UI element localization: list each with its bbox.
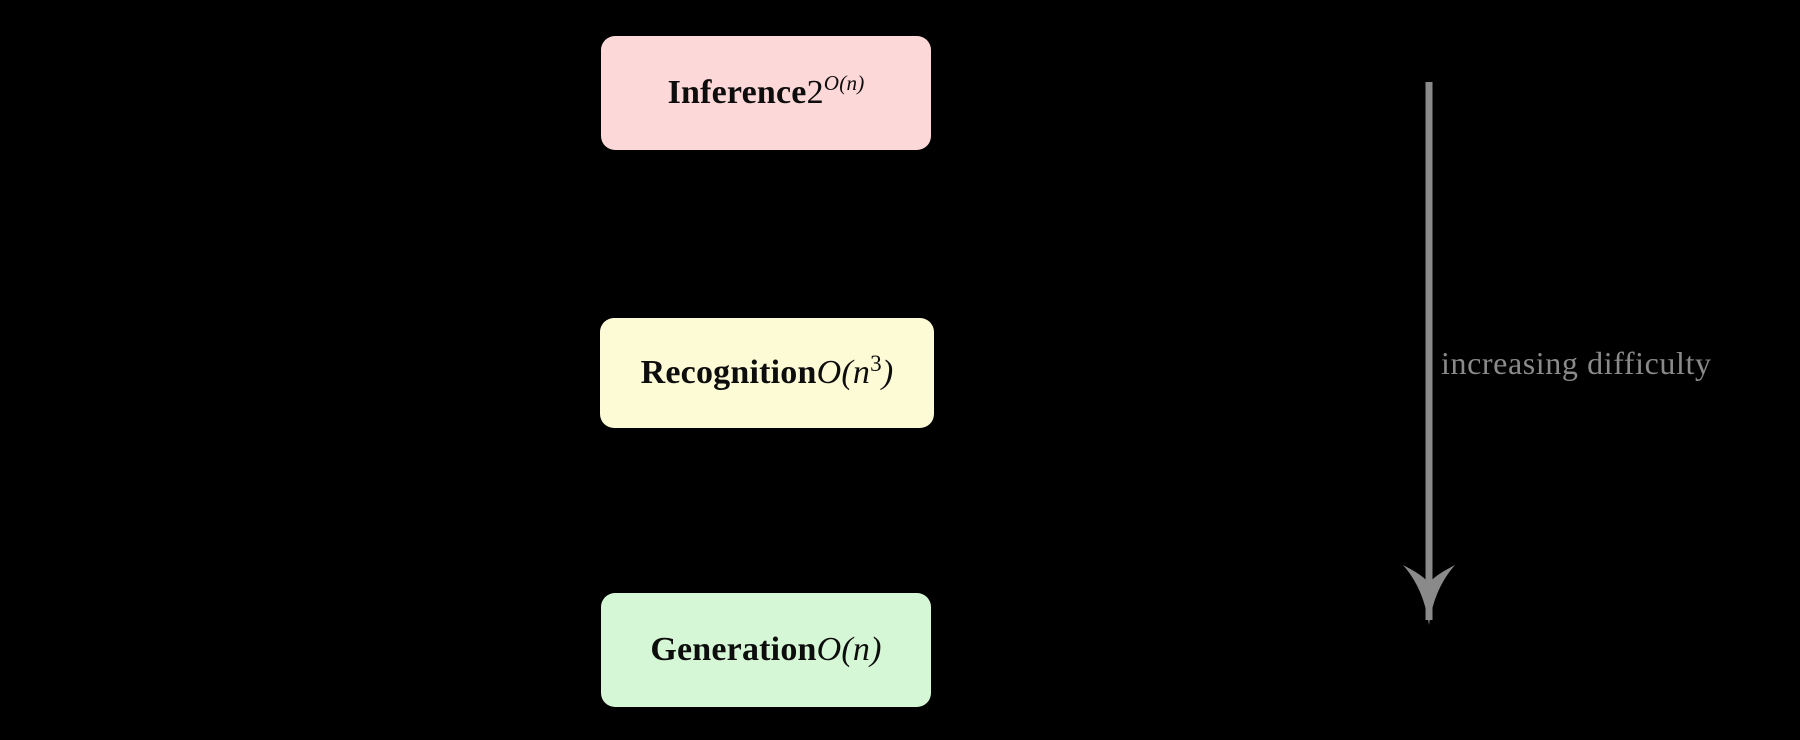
task-name-inference: Inference: [667, 74, 807, 111]
task-name-recognition: Recognition: [640, 354, 817, 391]
big-o-symbol: O: [823, 71, 840, 96]
big-o-symbol: O: [816, 354, 842, 391]
complexity-paren-close: ): [881, 354, 894, 391]
task-name-generation: Generation: [650, 631, 817, 668]
complexity-arg: (n): [839, 71, 865, 96]
complexity-paren-open: (: [841, 354, 853, 391]
task-complexity-generation: O(n): [817, 633, 882, 667]
complexity-arg: (n): [841, 631, 882, 668]
complexity-variable: n: [852, 354, 871, 391]
increasing-difficulty-label: increasing difficulty: [1441, 345, 1712, 381]
task-complexity-inference: 2O(n): [806, 73, 865, 111]
complexity-exponent: O(n): [824, 71, 865, 95]
big-o-symbol: O: [816, 631, 842, 668]
complexity-power: 3: [870, 351, 882, 378]
complexity-base: 2: [806, 74, 824, 111]
task-complexity-recognition: O(n3): [816, 353, 894, 391]
